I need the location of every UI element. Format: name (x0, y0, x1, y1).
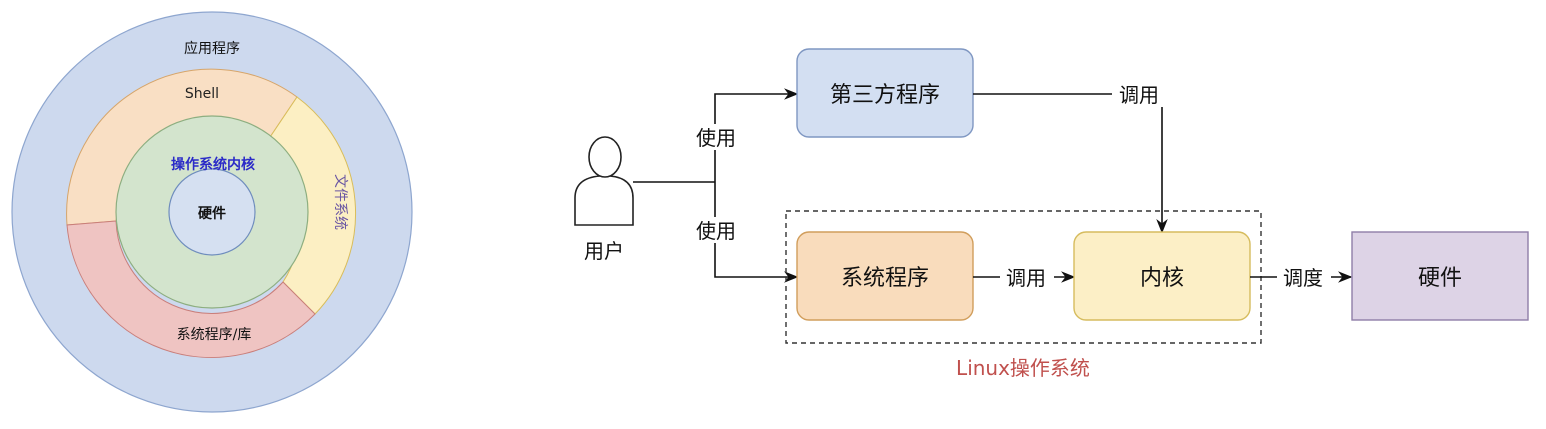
use-label-top: 使用 (696, 126, 736, 150)
hardware-box-label: 硬件 (1418, 266, 1462, 291)
hardware-layer-label: 硬件 (198, 205, 226, 222)
kernel-box (1073, 231, 1251, 321)
shell-layer-label: Shell (185, 86, 219, 102)
call-label-mid: 调用 (1006, 266, 1046, 290)
hardware-core (168, 168, 256, 256)
third-party-label: 第三方程序 (830, 83, 940, 108)
flow-diagram: 用户 使用 使用 第三方程序 调用 Linux操作系统 系统程序 调用 内核 调 (574, 48, 1529, 380)
kernel-box-label: 内核 (1140, 266, 1184, 291)
linux-os-label: Linux操作系统 (956, 356, 1090, 380)
third-party-box (796, 48, 974, 138)
filesystem-layer-label: 文件系统 (332, 174, 348, 230)
kernel-layer-label: 操作系统内核 (171, 156, 255, 173)
system-library-layer-label: 系统程序/库 (177, 327, 252, 343)
hardware-box (1351, 231, 1529, 321)
schedule-label: 调度 (1283, 266, 1323, 290)
system-programs-label: 系统程序 (841, 266, 929, 291)
layer-diagram: 应用程序 Shell 文件系统 系统程序/库 操作系统内核 硬件 (11, 11, 413, 413)
arrow-to-system-programs (714, 182, 799, 283)
arrow-to-third-party (714, 88, 799, 182)
user-icon (574, 136, 634, 226)
system-programs-box (796, 231, 974, 321)
user-label: 用户 (584, 239, 624, 263)
use-label-bottom: 使用 (696, 219, 736, 243)
call-label-top: 调用 (1119, 83, 1159, 107)
system-library-segment (66, 220, 316, 358)
app-layer-label: 应用程序 (184, 40, 240, 57)
